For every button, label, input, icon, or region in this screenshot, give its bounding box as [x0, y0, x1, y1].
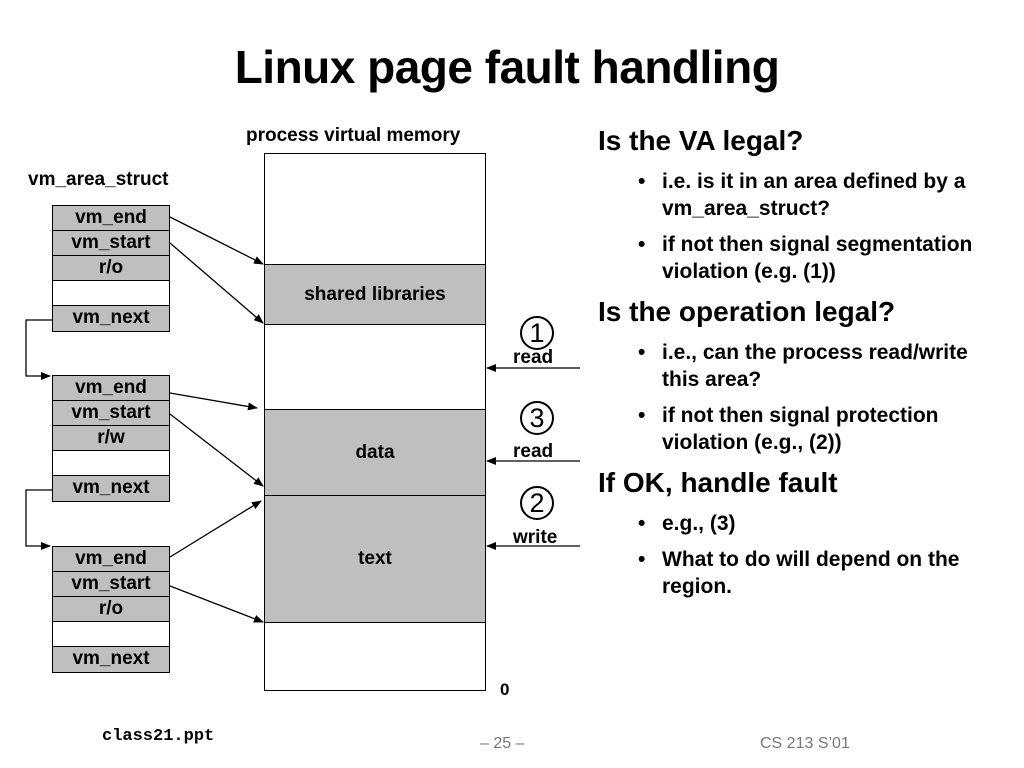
- arrow-s3-start: [169, 585, 264, 623]
- access-1-op: read: [513, 347, 554, 368]
- field-vm-start: vm_start: [53, 572, 169, 597]
- footer-filename: class21.ppt: [102, 727, 215, 746]
- field-blank: [53, 281, 169, 306]
- field-vm-next: vm_next: [53, 306, 169, 331]
- bullet-item: e.g., (3): [598, 510, 998, 537]
- arrow-s1-end: [169, 216, 264, 265]
- arrow-s1-start: [169, 242, 264, 324]
- field-vm-start: vm_start: [53, 231, 169, 256]
- field-vm-end: vm_end: [53, 547, 169, 572]
- link-next-2: [25, 489, 52, 550]
- bullet-item: i.e., can the process read/write this ar…: [598, 339, 998, 393]
- vm-area-struct-1: vm_end vm_start r/o vm_next: [52, 205, 170, 332]
- access-1-marker: 1: [520, 316, 554, 350]
- access-3-marker: 3: [520, 401, 554, 435]
- memory-label: process virtual memory: [246, 125, 461, 146]
- region-data: data: [264, 409, 486, 496]
- field-vm-next: vm_next: [53, 647, 169, 672]
- field-permissions: r/o: [53, 597, 169, 622]
- access-2-op: write: [513, 527, 558, 548]
- address-zero-label: 0: [500, 680, 510, 699]
- heading-handle-fault: If OK, handle fault: [598, 467, 838, 498]
- link-next-1: [25, 319, 52, 380]
- field-blank: [53, 451, 169, 476]
- bullet-item: if not then signal protection violation …: [598, 402, 998, 456]
- bullet-item: if not then signal segmentation violatio…: [598, 231, 998, 285]
- access-3-op: read: [513, 441, 554, 462]
- footer-page-number: – 25 –: [480, 735, 525, 752]
- slide-title: Linux page fault handling: [234, 41, 780, 93]
- field-vm-end: vm_end: [53, 206, 169, 231]
- field-blank: [53, 622, 169, 647]
- explanation-panel: Is the VA legal? i.e. is it in an area d…: [598, 124, 998, 610]
- field-permissions: r/o: [53, 256, 169, 281]
- footer-course: CS 213 S’01: [760, 735, 850, 752]
- vm-area-struct-3: vm_end vm_start r/o vm_next: [52, 546, 170, 673]
- bullets-va-legal: i.e. is it in an area defined by a vm_ar…: [598, 168, 998, 285]
- struct-label: vm_area_struct: [28, 169, 169, 190]
- bullet-item: What to do will depend on the region.: [598, 546, 998, 600]
- vm-area-struct-2: vm_end vm_start r/w vm_next: [52, 375, 170, 502]
- field-vm-end: vm_end: [53, 376, 169, 401]
- bullets-handle-fault: e.g., (3) What to do will depend on the …: [598, 510, 998, 600]
- region-text: text: [264, 495, 486, 623]
- bullet-item: i.e. is it in an area defined by a vm_ar…: [598, 168, 998, 222]
- field-vm-start: vm_start: [53, 401, 169, 426]
- access-2-marker: 2: [520, 486, 554, 520]
- arrow-s2-start: [169, 413, 264, 487]
- arrow-s3-end: [169, 500, 262, 558]
- heading-va-legal: Is the VA legal?: [598, 125, 804, 156]
- field-vm-next: vm_next: [53, 476, 169, 501]
- field-permissions: r/w: [53, 426, 169, 451]
- bullets-operation-legal: i.e., can the process read/write this ar…: [598, 339, 998, 456]
- arrow-s2-end: [169, 392, 258, 411]
- heading-operation-legal: Is the operation legal?: [598, 296, 896, 327]
- region-shared-libraries: shared libraries: [264, 264, 486, 325]
